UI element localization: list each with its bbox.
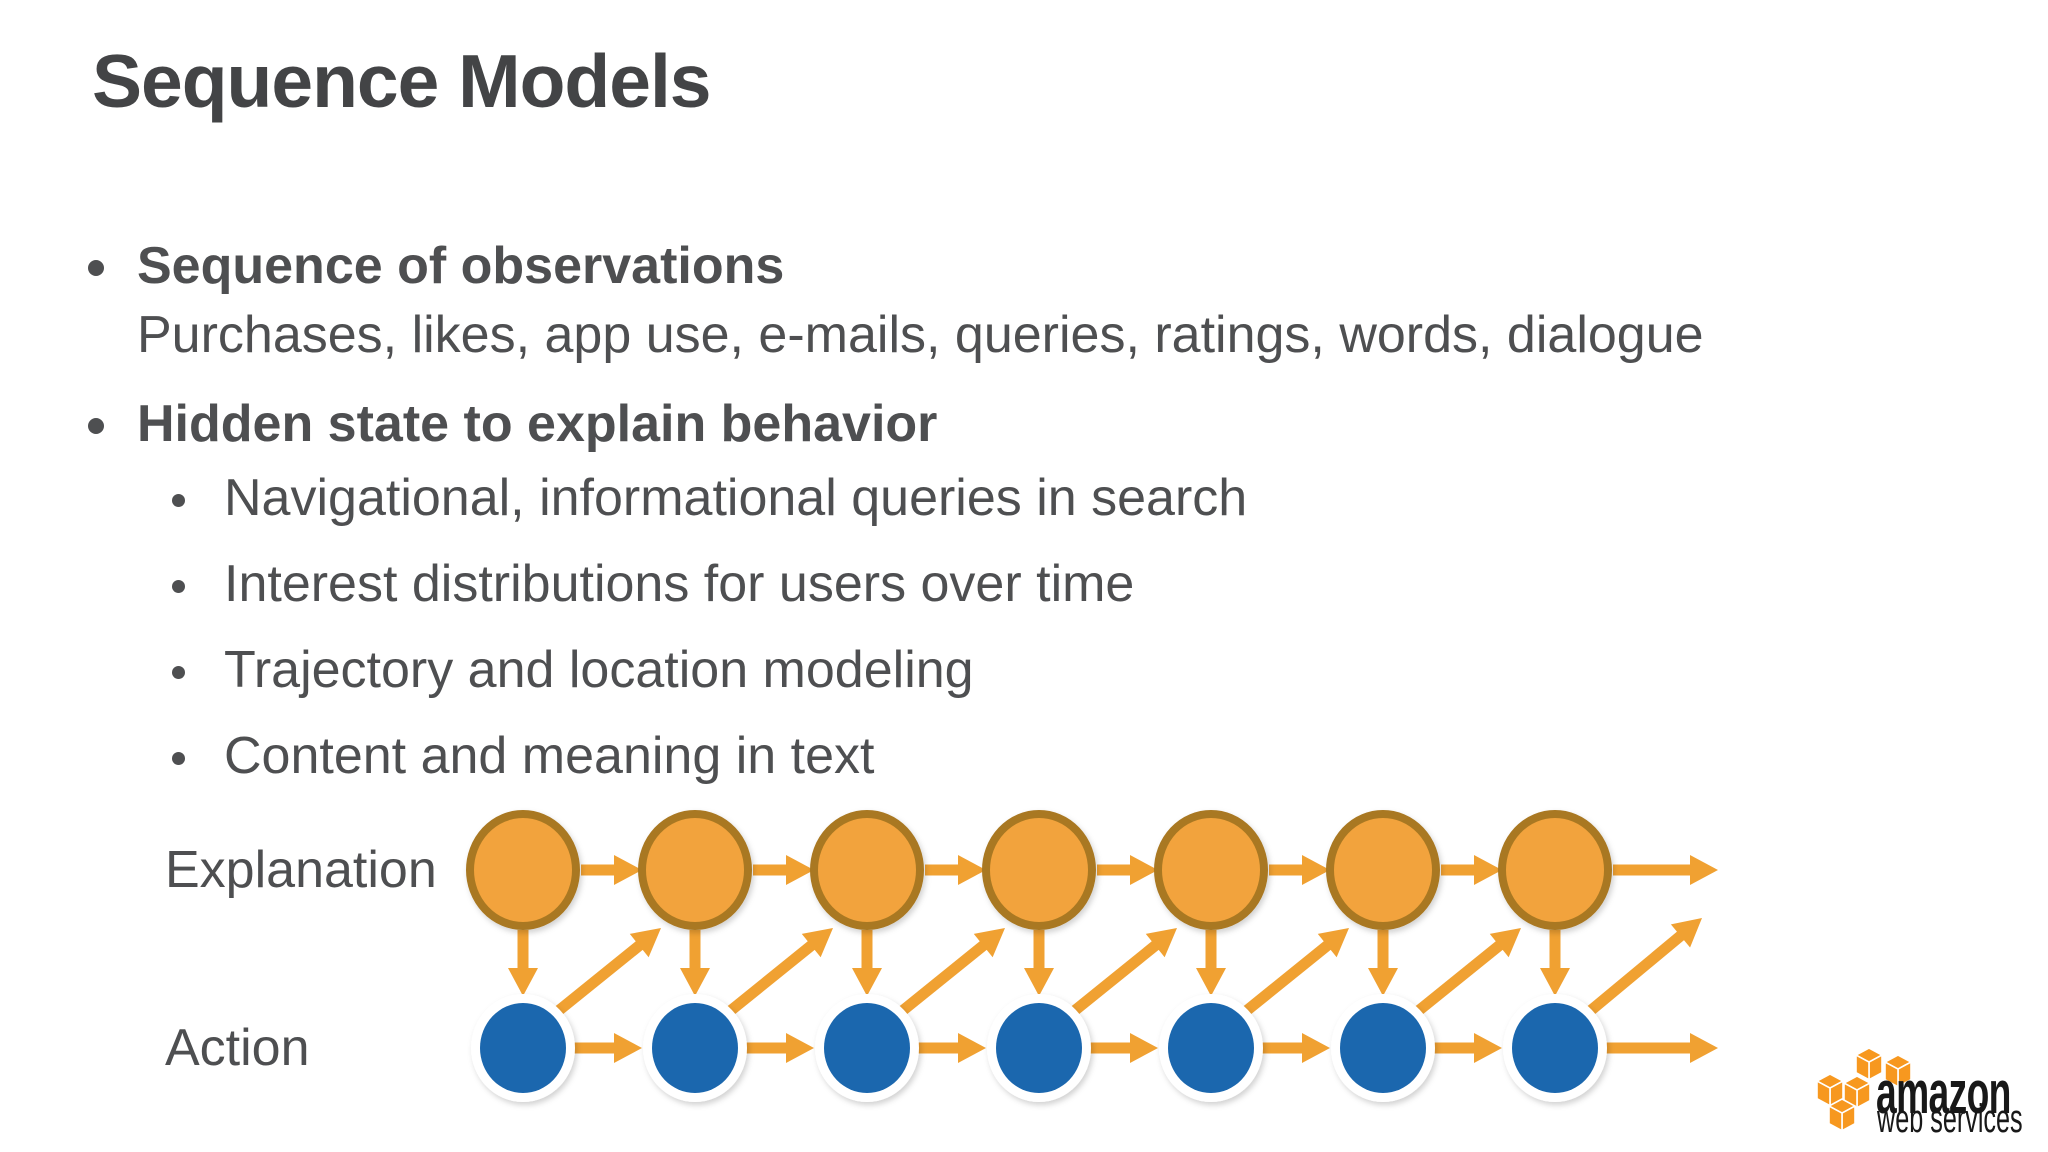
aws-logo-brand-text: amazon	[1876, 1059, 2011, 1126]
bullet-text: Navigational, informational queries in s…	[224, 469, 1248, 527]
arrow-top-trailing	[1613, 855, 1718, 885]
diagram-row-label-bottom: Action	[165, 1019, 310, 1077]
arrow-top-to-bottom	[852, 930, 882, 996]
slide-title: Sequence Models	[92, 39, 712, 123]
arrow-bottom-to-next-top	[897, 928, 1005, 1017]
bullet-line: Purchases, likes, app use, e-mails, quer…	[0, 305, 2048, 369]
bullet-line: Trajectory and location modeling	[0, 640, 2048, 704]
hidden-state-node	[1498, 810, 1612, 930]
bullet-line: Hidden state to explain behavior	[0, 394, 2048, 458]
aws-cube-icon	[1816, 1073, 1844, 1107]
arrow-top-to-next-top	[1269, 855, 1330, 885]
observation-node	[824, 1003, 910, 1093]
arrow-bottom-to-next-bottom	[743, 1033, 814, 1063]
hidden-state-node	[466, 810, 580, 930]
hidden-state-node	[1326, 810, 1440, 930]
aws-boxes-icon	[1816, 1047, 1912, 1132]
arrow-top-to-next-top	[581, 855, 642, 885]
bullet-marker-icon	[172, 580, 185, 593]
arrow-bottom-to-next-bottom	[915, 1033, 986, 1063]
arrow-top-to-next-top	[925, 855, 986, 885]
arrow-bottom-to-next-top	[1069, 928, 1177, 1017]
observation-node	[1340, 1003, 1426, 1093]
aws-cube-icon	[1884, 1054, 1912, 1088]
diagram-nodes	[466, 810, 1612, 1102]
bullet-line: Navigational, informational queries in s…	[0, 468, 2048, 532]
hidden-state-node	[982, 810, 1096, 930]
bullet-text: Trajectory and location modeling	[224, 641, 974, 699]
observation-node	[480, 1003, 566, 1093]
arrow-bottom-to-next-bottom	[1087, 1033, 1158, 1063]
arrow-bottom-to-next-bottom	[1431, 1033, 1502, 1063]
bullet-text: Purchases, likes, app use, e-mails, quer…	[137, 306, 1704, 364]
arrow-top-to-next-top	[1441, 855, 1502, 885]
arrow-bottom-to-next-top	[553, 928, 661, 1017]
arrow-top-to-bottom	[1540, 930, 1570, 996]
bullet-line: Sequence of observations	[0, 236, 2048, 300]
bullet-marker-icon	[172, 666, 185, 679]
arrow-top-to-bottom	[1368, 930, 1398, 996]
bullet-text: Content and meaning in text	[224, 727, 875, 785]
bullet-text: Sequence of observations	[137, 237, 785, 295]
aws-cube-icon	[1855, 1047, 1883, 1081]
arrow-bottom-to-next-bottom	[571, 1033, 642, 1063]
observation-node	[1168, 1003, 1254, 1093]
aws-logo-sub-text: web services	[1877, 1097, 2023, 1141]
bullet-marker-icon	[172, 752, 185, 765]
observation-node	[1512, 1003, 1598, 1093]
bullet-line: Content and meaning in text	[0, 726, 2048, 790]
bullet-text: Interest distributions for users over ti…	[224, 555, 1135, 613]
bullet-marker-icon	[172, 494, 185, 507]
arrow-bottom-to-next-top	[725, 928, 833, 1017]
observation-node	[652, 1003, 738, 1093]
hidden-state-node	[810, 810, 924, 930]
hidden-state-node	[638, 810, 752, 930]
arrow-bottom-to-next-bottom	[1259, 1033, 1330, 1063]
arrow-top-to-bottom	[508, 930, 538, 996]
arrow-diagonal-trailing	[1585, 918, 1702, 1017]
bullet-marker-icon	[88, 260, 104, 276]
diagram-row-label-top: Explanation	[165, 841, 437, 899]
arrow-top-to-bottom	[1024, 930, 1054, 996]
hidden-state-node	[1154, 810, 1268, 930]
arrow-bottom-to-next-top	[1413, 928, 1521, 1017]
diagram-arrows	[508, 855, 1718, 1063]
bullet-marker-icon	[88, 418, 104, 434]
bullet-line: Interest distributions for users over ti…	[0, 554, 2048, 618]
arrow-top-to-bottom	[680, 930, 710, 996]
arrow-bottom-to-next-top	[1241, 928, 1349, 1017]
aws-cube-icon	[1828, 1098, 1856, 1132]
arrow-top-to-next-top	[1097, 855, 1158, 885]
bullet-text: Hidden state to explain behavior	[137, 395, 938, 453]
arrow-bottom-trailing	[1603, 1033, 1718, 1063]
arrow-top-to-next-top	[753, 855, 814, 885]
arrow-top-to-bottom	[1196, 930, 1226, 996]
observation-node	[996, 1003, 1082, 1093]
